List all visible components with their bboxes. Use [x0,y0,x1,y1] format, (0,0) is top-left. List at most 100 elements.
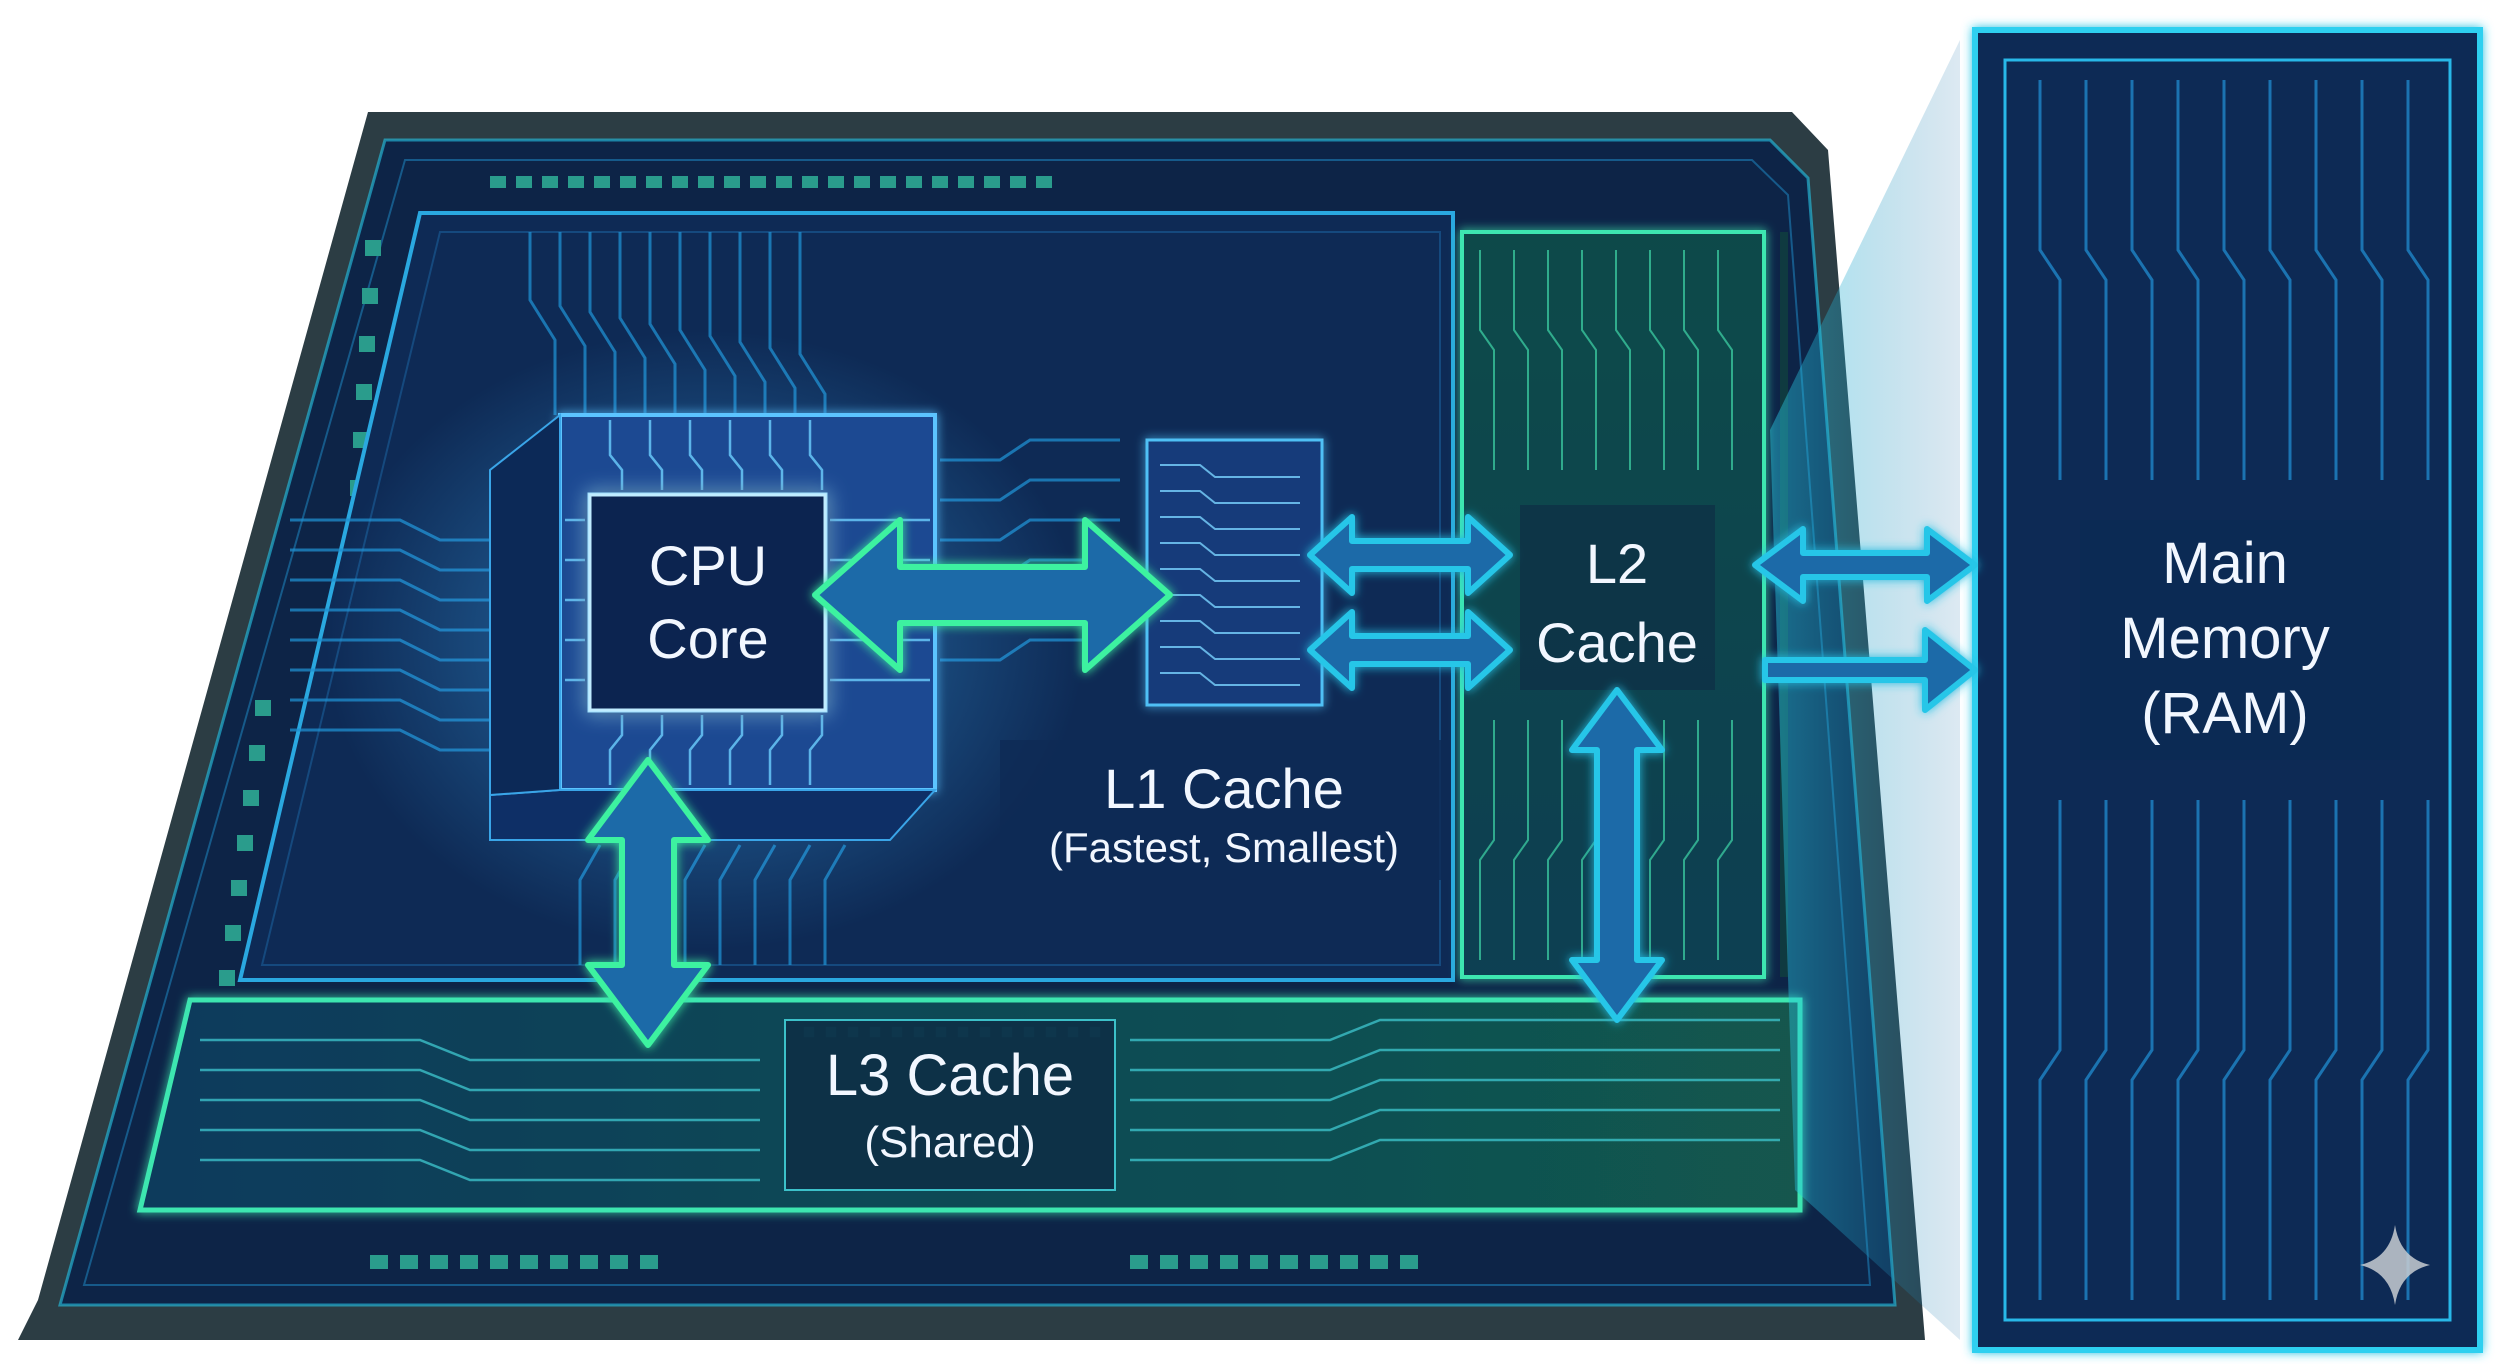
trace [200,1128,760,1152]
board-pad [640,1255,658,1269]
board-pad [1010,176,1026,188]
l2-cache-label-line1: L2 [1586,532,1648,595]
trace [2176,80,2200,480]
board-pad [1190,1255,1208,1269]
l2-l3-arrow [1569,687,1665,1023]
trace [1581,250,1597,470]
trace [768,715,784,785]
trace [1160,516,1300,530]
cpu-l3-arrow [585,757,711,1048]
board-pad [1130,1255,1148,1269]
trace [608,420,624,490]
cpu-core-label-line2: Core [647,607,768,670]
trace [2314,800,2338,1300]
trace [1160,620,1300,634]
board-pad [802,176,818,188]
board-pad [542,176,558,188]
l2-ram-arrow-bidirectional [1752,526,1978,604]
board-pad [1160,1255,1178,1269]
trace [2360,800,2384,1300]
trace [1547,720,1563,960]
trace [1160,542,1300,556]
trace [2222,80,2246,480]
trace [2314,80,2338,480]
trace [1683,720,1699,960]
trace [2038,800,2062,1300]
trace [1717,720,1733,960]
trace [648,420,664,490]
data-flow-arrows [585,514,1978,1048]
board-pad [219,970,235,986]
board-pad [776,176,792,188]
trace [1649,250,1665,470]
trace [1615,250,1631,470]
board-pad [610,1255,628,1269]
board-pad [750,176,766,188]
board-pad [932,176,948,188]
trace [2084,800,2108,1300]
trace [1683,250,1699,470]
trace [1479,720,1495,960]
trace [2176,800,2200,1300]
l1-l2-arrow-top [1307,514,1513,596]
trace [808,715,824,785]
l3-cache [136,997,1803,1213]
trace [1717,250,1733,470]
trace [1160,490,1300,504]
board-pad [1310,1255,1328,1269]
trace [200,1038,760,1062]
board-pad [516,176,532,188]
trace [1160,646,1300,660]
board-pad [243,790,259,806]
board-pad [359,336,375,352]
trace [768,420,784,490]
board-pad [1036,176,1052,188]
trace [2406,800,2430,1300]
board-pad [460,1255,478,1269]
board-pad [958,176,974,188]
board-pad [255,700,271,716]
trace [1160,594,1300,608]
board-pad [1280,1255,1298,1269]
l1-cache-title: L1 Cache [1104,757,1344,820]
trace [2130,800,2154,1300]
trace [1160,464,1300,478]
cpu-l1-arrow [812,517,1173,673]
board-pad [231,880,247,896]
l3-cache-title: L3 Cache [826,1043,1074,1108]
board-pad [1340,1255,1358,1269]
board-pad [1370,1255,1388,1269]
sparkle-icon [2360,1225,2430,1305]
board-pad [646,176,662,188]
main-memory-label-line2: Memory [2120,606,2329,671]
board-pad [490,176,506,188]
board-pad [249,745,265,761]
board-pad [580,1255,598,1269]
trace [1649,720,1665,960]
main-memory-label-line3: (RAM) [2141,681,2309,746]
board-pad [594,176,610,188]
board-pad [854,176,870,188]
board-pad [400,1255,418,1269]
board-pad [365,240,381,256]
l3-cache-subtitle: (Shared) [864,1118,1035,1167]
l1-cache [1145,438,1324,707]
trace [200,1068,760,1092]
board-pad [430,1255,448,1269]
cpu-die-traces [565,420,930,785]
trace [1547,250,1563,470]
trace [2268,800,2292,1300]
board-pad [237,835,253,851]
board-pad [568,176,584,188]
trace [200,1158,760,1182]
board-pad [1220,1255,1238,1269]
trace [2222,800,2246,1300]
trace [688,420,704,490]
trace [728,715,744,785]
board-pad [620,176,636,188]
cpu-core: CPU Core [587,492,828,713]
main-memory-label-line1: Main [2162,531,2288,596]
trace [2130,80,2154,480]
